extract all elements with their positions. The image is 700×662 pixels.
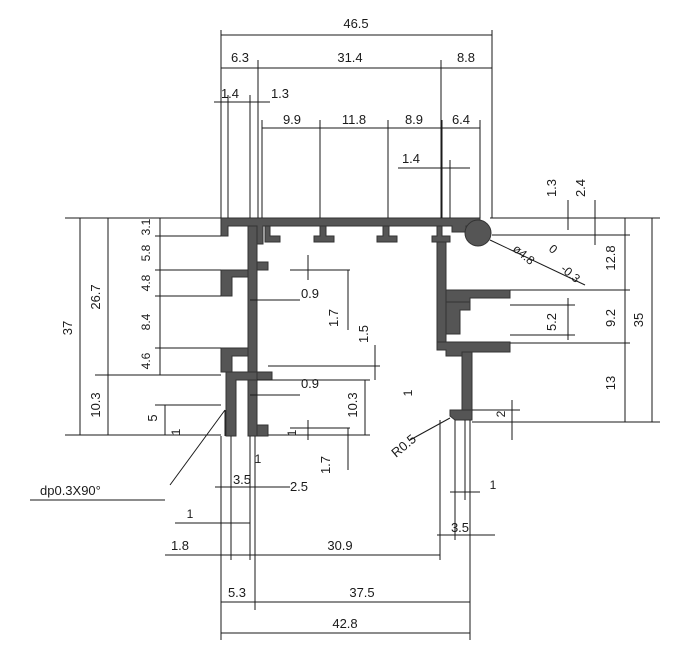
dim-inner-1-b: 1 — [285, 429, 299, 436]
extrusion-profile — [220, 217, 511, 437]
dim-top-w2: 1.3 — [271, 86, 289, 101]
radius-note: R0.5 — [388, 431, 419, 460]
dim-h-48: 4.8 — [139, 274, 153, 291]
dim-bot-18: 1.8 — [171, 538, 189, 553]
dim-bot-1b: 1 — [490, 478, 497, 492]
chamfer-note: dp0.3X90° — [40, 483, 101, 498]
dim-top-total: 46.5 — [343, 16, 368, 31]
dim-r-35b: 3.5 — [451, 520, 469, 535]
dim-bot-428: 42.8 — [332, 616, 357, 631]
dim-r-24: 2.4 — [573, 179, 588, 197]
dim-h-267: 26.7 — [88, 284, 103, 309]
dim-r-13: 1.3 — [544, 179, 559, 197]
dim-top-w1: 1.4 — [221, 86, 239, 101]
dim-h-46: 4.6 — [139, 352, 153, 369]
dim-r-1: 1 — [401, 389, 415, 396]
dim-gap-top: 1.4 — [402, 151, 420, 166]
dim-h-5: 5 — [145, 414, 160, 421]
dim-h-31: 3.1 — [139, 218, 153, 235]
diameter-tol-upper: 0 — [546, 242, 560, 257]
dim-r-52: 5.2 — [544, 313, 559, 331]
dim-inner-09-a: 0.9 — [301, 286, 319, 301]
dim-h-103-left: 10.3 — [88, 392, 103, 417]
dim-bot-309: 30.9 — [327, 538, 352, 553]
dim-top-left: 6.3 — [231, 50, 249, 65]
dim-bot-53: 5.3 — [228, 585, 246, 600]
dim-inner-103: 10.3 — [345, 392, 360, 417]
dim-r-2: 2 — [494, 410, 508, 417]
dim-r-13b: 13 — [603, 376, 618, 390]
dim-slot-b: 11.8 — [342, 112, 366, 127]
dim-h-total-left: 37 — [60, 321, 75, 335]
dim-inner-15: 1.5 — [356, 325, 371, 343]
dim-inner-09-b: 0.9 — [301, 376, 319, 391]
dim-h-84: 8.4 — [139, 313, 153, 330]
dim-bot-25: 2.5 — [290, 479, 308, 494]
dimension-lines — [30, 30, 660, 640]
dim-h-58: 5.8 — [139, 244, 153, 261]
dim-r-92: 9.2 — [603, 309, 618, 327]
dim-top-right: 8.8 — [457, 50, 475, 65]
dim-r-128: 12.8 — [603, 245, 618, 270]
dim-inner-17-a: 1.7 — [326, 309, 341, 327]
dim-slot-c: 8.9 — [405, 112, 423, 127]
dim-bot-375: 37.5 — [349, 585, 374, 600]
dim-top-mid: 31.4 — [337, 50, 362, 65]
dim-r-35: 35 — [631, 313, 646, 327]
diameter-note: ø4.8 — [510, 242, 538, 268]
dim-bot-35: 3.5 — [233, 472, 251, 487]
dim-bot-1: 1 — [255, 452, 262, 466]
dim-h-1-left: 1 — [169, 428, 183, 435]
dim-slot-a: 9.9 — [283, 112, 301, 127]
dim-inner-17-b: 1.7 — [318, 456, 333, 474]
dimension-labels: 46.5 6.3 31.4 8.8 1.4 1.3 9.9 11.8 8.9 6… — [40, 16, 646, 631]
dim-slot-d: 6.4 — [452, 112, 470, 127]
dim-bot-1-left: 1 — [187, 507, 194, 521]
